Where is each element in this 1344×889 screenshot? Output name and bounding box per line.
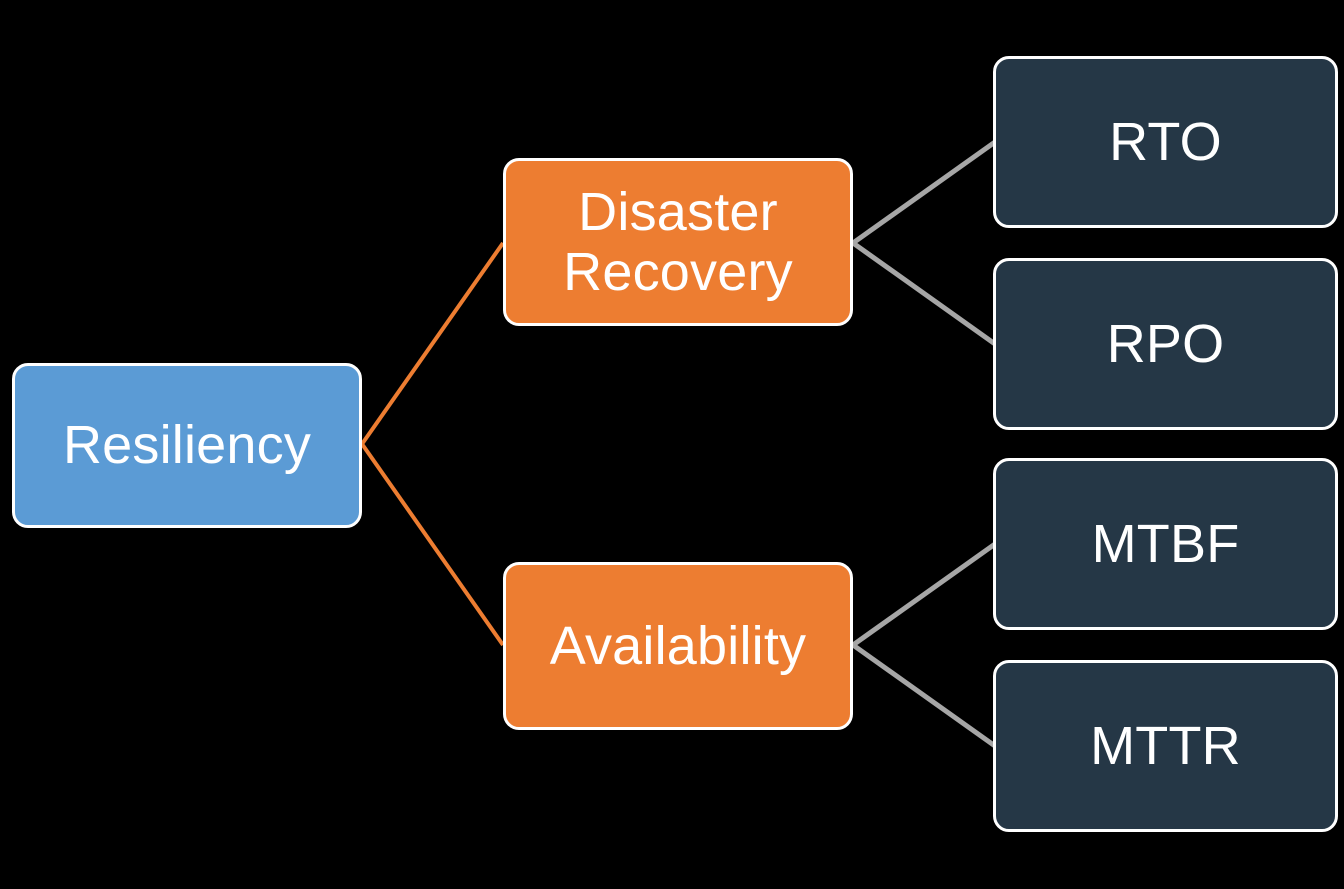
- node-mtbf-label: MTBF: [1091, 513, 1240, 574]
- connector-availability-to-mttr: [851, 642, 997, 749]
- node-availability[interactable]: Availability: [503, 562, 853, 730]
- connector-root-to-availability: [360, 442, 505, 647]
- node-rpo-label: RPO: [1106, 313, 1225, 374]
- node-availability-label: Availability: [549, 615, 807, 676]
- connector-disaster-recovery-to-rpo: [851, 240, 997, 347]
- connector-root-to-disaster-recovery: [360, 241, 505, 446]
- node-resiliency[interactable]: Resiliency: [12, 363, 362, 528]
- node-resiliency-label: Resiliency: [62, 415, 312, 476]
- node-disaster-recovery[interactable]: Disaster Recovery: [503, 158, 853, 326]
- node-disaster-recovery-label: Disaster Recovery: [563, 181, 793, 302]
- node-mttr-label: MTTR: [1090, 715, 1241, 776]
- node-mtbf[interactable]: MTBF: [993, 458, 1338, 630]
- connector-disaster-recovery-to-rto: [851, 139, 997, 246]
- node-rto[interactable]: RTO: [993, 56, 1338, 228]
- connector-availability-to-mtbf: [851, 541, 997, 648]
- node-rto-label: RTO: [1109, 111, 1222, 172]
- node-rpo[interactable]: RPO: [993, 258, 1338, 430]
- node-mttr[interactable]: MTTR: [993, 660, 1338, 832]
